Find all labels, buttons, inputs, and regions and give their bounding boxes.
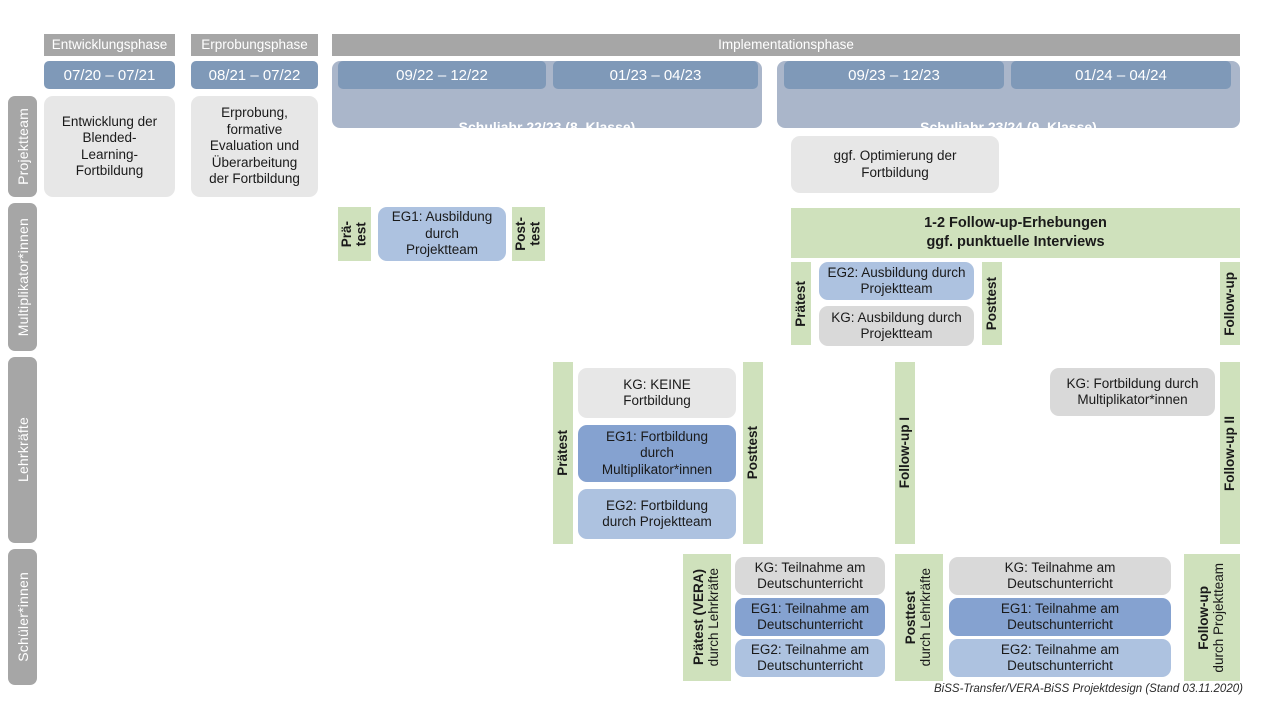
schueler-card-eg2-left: EG2: Teilnahme am Deutschunterricht xyxy=(735,639,885,677)
schueler-card-eg2-right: EG2: Teilnahme am Deutschunterricht xyxy=(949,639,1171,677)
phase-bar-implementationsphase: Implementationsphase xyxy=(332,34,1240,56)
schueler-posttest-label-sub: durch Lehrkräfte xyxy=(918,568,933,667)
row-label-lehrkraefte-text: Lehrkräfte xyxy=(14,417,31,483)
multiplikator-praetest-label-right: Prätest xyxy=(792,280,808,327)
multiplikator-praetest-column-left: Prä- test xyxy=(338,207,371,261)
row-label-lehrkraefte: Lehrkräfte xyxy=(8,357,37,543)
multiplikator-posttest-label-left: Post- test xyxy=(512,217,543,251)
multiplikator-posttest-label-right: Posttest xyxy=(983,276,999,331)
lehrkraefte-posttest-label: Posttest xyxy=(744,426,760,480)
schueler-card-eg1-right: EG1: Teilnahme am Deutschunterricht xyxy=(949,598,1171,636)
schueler-card-kg-right: KG: Teilnahme am Deutschunterricht xyxy=(949,557,1171,595)
schueler-followup-label-bold: Follow-up xyxy=(1196,585,1212,650)
period-0922-1222: 09/22 – 12/22 xyxy=(338,61,546,89)
school-year-label-2223: Schuljahr 22/23 (8. Klasse) xyxy=(458,118,636,135)
row-label-projektteam-text: Projektteam xyxy=(14,108,31,185)
multiplikator-followup-banner: 1-2 Follow-up-Erhebungen ggf. punktuelle… xyxy=(791,208,1240,258)
school-year-label-2324: Schuljahr 23/24 (9. Klasse) xyxy=(920,118,1097,135)
schueler-praetest-vera-label-sub: durch Lehrkräfte xyxy=(706,568,721,667)
schueler-posttest-label-bold: Posttest xyxy=(903,590,919,645)
lehrkraefte-followup-1-column: Follow-up I xyxy=(895,362,915,544)
lehrkraefte-card-kg-fortbildung: KG: Fortbildung durch Multiplikator*inne… xyxy=(1050,368,1215,416)
multiplikator-card-eg1-ausbildung: EG1: Ausbildung durch Projektteam xyxy=(378,207,506,261)
projektteam-card-optimierung: ggf. Optimierung der Fortbildung xyxy=(791,136,999,193)
schueler-posttest-column: Posttest durch Lehrkräfte xyxy=(895,554,943,681)
lehrkraefte-posttest-column: Posttest xyxy=(743,362,763,544)
multiplikator-card-kg-ausbildung: KG: Ausbildung durch Projektteam xyxy=(819,306,974,346)
phase-bar-entwicklungsphase: Entwicklungsphase xyxy=(44,34,175,56)
period-0821-0722: 08/21 – 07/22 xyxy=(191,61,318,89)
schueler-praetest-vera-column: Prätest (VERA) durch Lehrkräfte xyxy=(683,554,731,681)
row-label-multiplikatorinnen: Multiplikator*innen xyxy=(8,203,37,351)
period-0123-0423: 01/23 – 04/23 xyxy=(553,61,758,89)
row-label-schuelerinnen: Schüler*innen xyxy=(8,549,37,685)
period-0923-1223: 09/23 – 12/23 xyxy=(784,61,1004,89)
footnote-source: BiSS-Transfer/VERA-BiSS Projektdesign (S… xyxy=(934,683,1243,695)
period-0124-0424: 01/24 – 04/24 xyxy=(1011,61,1231,89)
lehrkraefte-card-eg2-fortbildung: EG2: Fortbildung durch Projektteam xyxy=(578,489,736,539)
projektteam-card-erprobung: Erprobung, formative Evaluation und Über… xyxy=(191,96,318,197)
row-label-multiplikatorinnen-text: Multiplikator*innen xyxy=(14,217,31,337)
phase-bar-erprobungsphase: Erprobungsphase xyxy=(191,34,318,56)
lehrkraefte-followup-2-label: Follow-up II xyxy=(1221,415,1237,491)
multiplikator-followup-column: Follow-up xyxy=(1220,262,1240,345)
schueler-card-eg1-left: EG1: Teilnahme am Deutschunterricht xyxy=(735,598,885,636)
lehrkraefte-followup-2-column: Follow-up II xyxy=(1220,362,1240,544)
multiplikator-followup-label: Follow-up xyxy=(1221,271,1237,336)
multiplikator-posttest-column-left: Post- test xyxy=(512,207,545,261)
row-label-projektteam: Projektteam xyxy=(8,96,37,197)
lehrkraefte-praetest-column: Prätest xyxy=(553,362,573,544)
lehrkraefte-card-eg1-fortbildung: EG1: Fortbildung durch Multiplikator*inn… xyxy=(578,425,736,482)
multiplikator-praetest-label-left: Prä- test xyxy=(338,220,369,248)
projektteam-card-entwicklung: Entwicklung der Blended- Learning- Fortb… xyxy=(44,96,175,197)
schueler-card-kg-left: KG: Teilnahme am Deutschunterricht xyxy=(735,557,885,595)
row-label-schuelerinnen-text: Schüler*innen xyxy=(14,572,31,662)
multiplikator-praetest-column-right: Prätest xyxy=(791,262,811,345)
multiplikator-card-eg2-ausbildung: EG2: Ausbildung durch Projektteam xyxy=(819,262,974,300)
schueler-praetest-vera-label-bold: Prätest (VERA) xyxy=(691,569,707,666)
period-0720-0721: 07/20 – 07/21 xyxy=(44,61,175,89)
lehrkraefte-followup-1-label: Follow-up I xyxy=(896,417,912,489)
multiplikator-posttest-column-right: Posttest xyxy=(982,262,1002,345)
lehrkraefte-praetest-label: Prätest xyxy=(554,430,570,476)
schueler-followup-label-sub: durch Projektteam xyxy=(1211,562,1226,673)
schueler-followup-column: Follow-up durch Projektteam xyxy=(1184,554,1240,681)
lehrkraefte-card-kg-keine: KG: KEINE Fortbildung xyxy=(578,368,736,418)
